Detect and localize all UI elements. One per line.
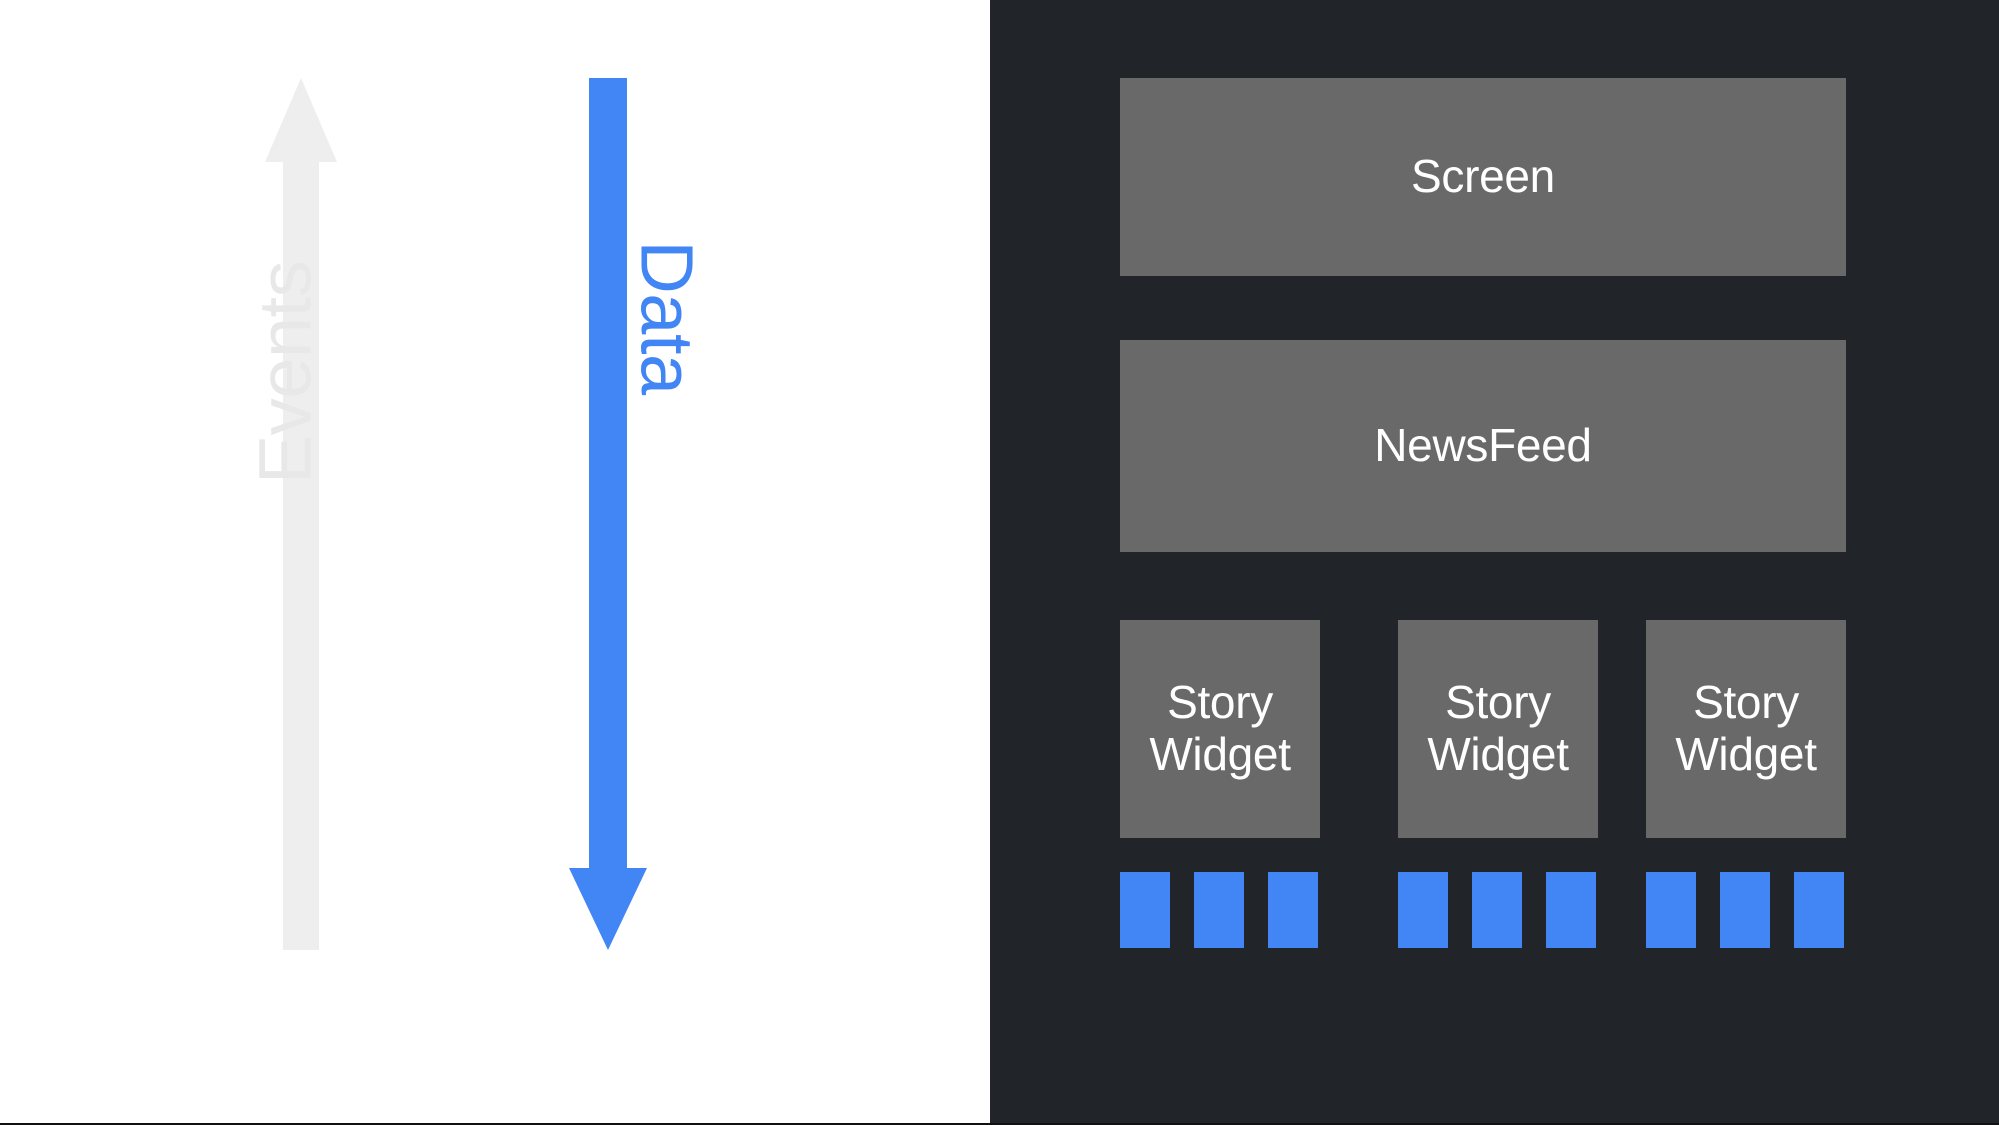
- blue-marker-block: [1646, 872, 1696, 948]
- component-box-newsfeed[interactable]: NewsFeed: [1120, 340, 1846, 552]
- blue-marker-block: [1398, 872, 1448, 948]
- story-widget-label-line1: Story: [1693, 676, 1799, 729]
- story-widget-label-line1: Story: [1445, 676, 1551, 729]
- events-flow-label: Events: [243, 260, 327, 485]
- blue-marker-block: [1472, 872, 1522, 948]
- story-widget-label-line2: Widget: [1427, 728, 1569, 780]
- component-box-story-widget-2[interactable]: Story Widget: [1398, 620, 1598, 838]
- component-box-story-widget-1[interactable]: Story Widget: [1120, 620, 1320, 838]
- data-arrow-down-icon: [569, 78, 647, 950]
- component-box-story-widget-3[interactable]: Story Widget: [1646, 620, 1846, 838]
- story-widget-label-line2: Widget: [1675, 728, 1817, 780]
- story-widget-label-line1: Story: [1167, 676, 1273, 729]
- component-box-screen[interactable]: Screen: [1120, 78, 1846, 276]
- flow-legend-pane: Events Data: [0, 0, 990, 1123]
- story-widget-label-line2: Widget: [1149, 728, 1291, 780]
- story-widget-label-1: Story Widget: [1149, 676, 1291, 781]
- data-flow-label: Data: [625, 240, 709, 395]
- blue-marker-block: [1120, 872, 1170, 948]
- blue-marker-block: [1194, 872, 1244, 948]
- blue-marker-block: [1794, 872, 1844, 948]
- component-tree-pane: Screen NewsFeed Story Widget Story Widge…: [990, 0, 1999, 1123]
- story-widget-label-3: Story Widget: [1675, 676, 1817, 781]
- events-arrow-up-icon: [265, 78, 337, 950]
- blue-marker-block: [1720, 872, 1770, 948]
- story-widget-label-2: Story Widget: [1427, 676, 1569, 781]
- blue-marker-block: [1546, 872, 1596, 948]
- blue-marker-block: [1268, 872, 1318, 948]
